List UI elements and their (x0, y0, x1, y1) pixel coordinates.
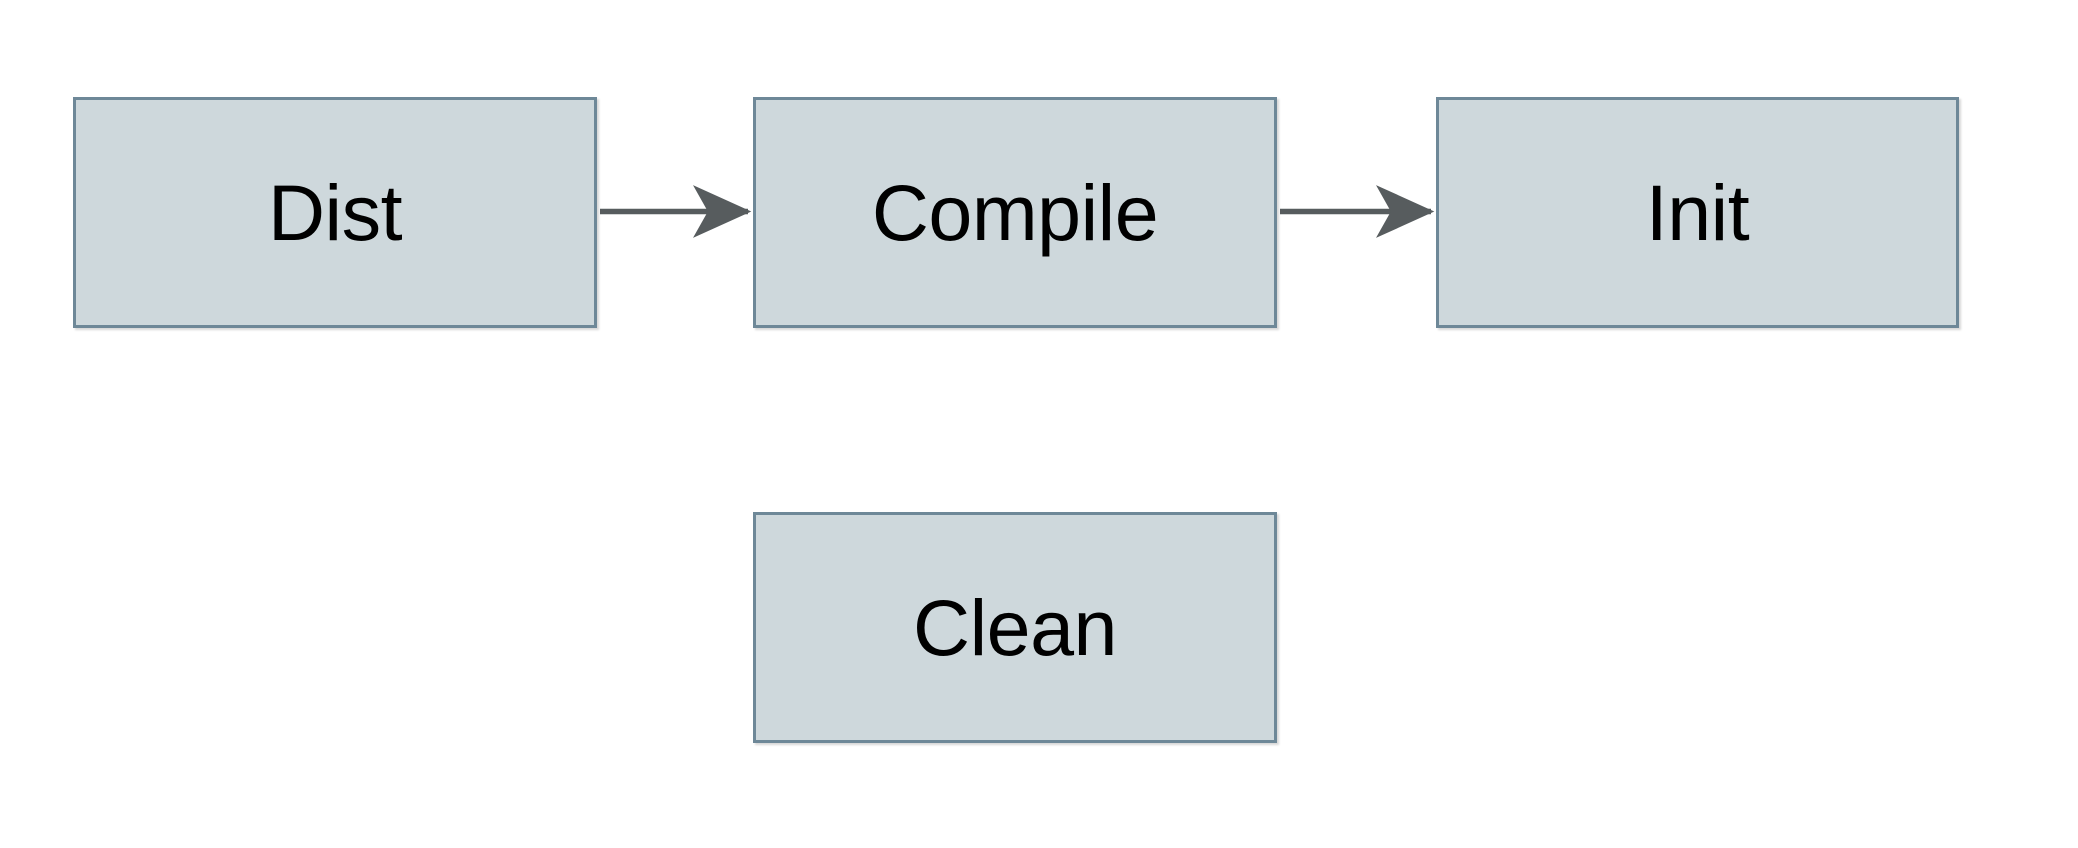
node-compile[interactable]: Compile (753, 97, 1277, 328)
node-clean-label: Clean (913, 583, 1117, 672)
node-dist-label: Dist (267, 168, 403, 257)
node-init[interactable]: Init (1436, 97, 1959, 328)
node-dist[interactable]: Dist (73, 97, 597, 328)
node-init-label: Init (1645, 168, 1750, 257)
node-clean[interactable]: Clean (753, 512, 1277, 743)
node-compile-label: Compile (871, 168, 1159, 257)
